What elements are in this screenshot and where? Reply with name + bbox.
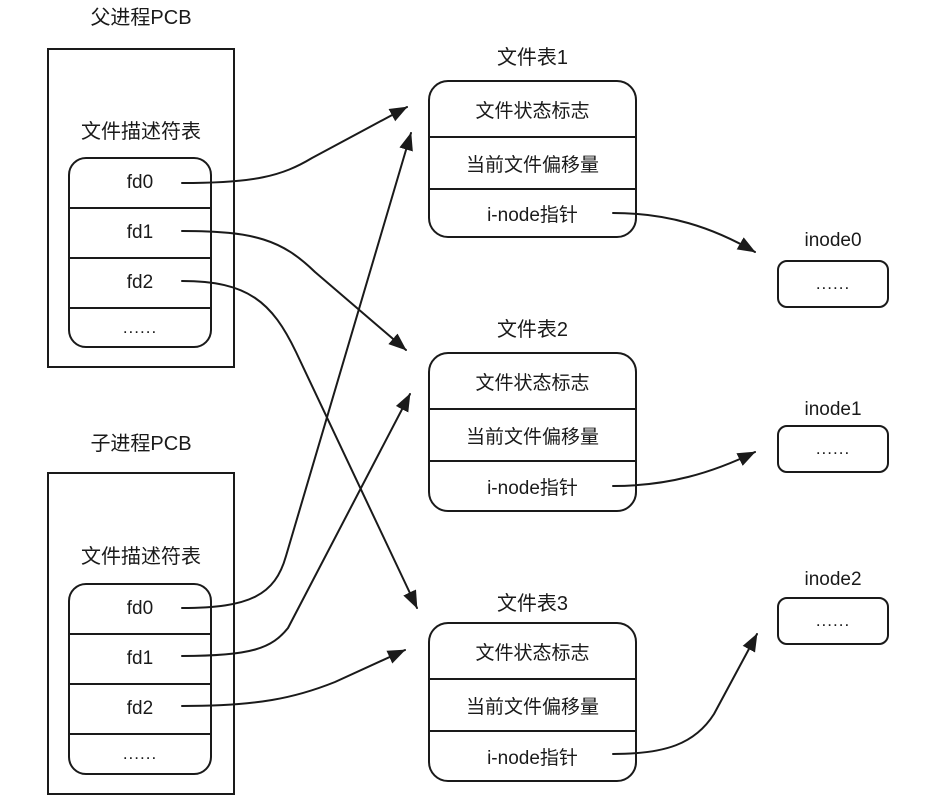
file-table-2-title: 文件表2 <box>496 319 569 341</box>
parent-fd-row-ellipsis: ...... <box>70 307 210 346</box>
inode1-box: ...... <box>777 425 889 473</box>
file-table-1-file-offset: 当前文件偏移量 <box>430 136 635 188</box>
parent-fd-table: fd0 fd1 fd2 ...... <box>68 157 212 348</box>
parent-fd-row-fd2: fd2 <box>70 257 210 307</box>
file-table-3-inode-pointer: i-node指针 <box>430 730 635 780</box>
parent-pcb-title: 父进程PCB <box>90 7 192 29</box>
inode0-title: inode0 <box>804 230 862 251</box>
child-fd-row-fd0: fd0 <box>126 598 154 619</box>
file-table-3-title: 文件表3 <box>496 593 569 615</box>
parent-fd-row-fd1: fd1 <box>70 207 210 257</box>
file-table-3-file-offset: 当前文件偏移量 <box>430 678 635 730</box>
file-table-2-inode-pointer: i-node指针 <box>430 460 635 510</box>
child-fd-table: fd0 fd1 fd2 ...... <box>68 583 212 775</box>
file-table-3: 文件状态标志 当前文件偏移量 i-node指针 <box>428 622 637 782</box>
file-table-1-inode-pointer: i-node指针 <box>430 188 635 236</box>
child-fd-row-ellipsis: ...... <box>70 733 210 773</box>
file-table-2-file-offset: 当前文件偏移量 <box>430 408 635 460</box>
child-fd-table-label: 文件描述符表 <box>81 546 201 568</box>
file-table-1-title: 文件表1 <box>496 47 569 69</box>
inode0-box: ...... <box>777 260 889 308</box>
child-pcb-title: 子进程PCB <box>90 433 192 455</box>
inode1-title: inode1 <box>804 399 862 420</box>
file-table-3-status-flags: 文件状态标志 <box>475 642 590 664</box>
file-table-1-status-flags: 文件状态标志 <box>475 100 590 122</box>
file-table-2-status-flags: 文件状态标志 <box>475 372 590 394</box>
child-fd-row-fd1: fd1 <box>70 633 210 683</box>
parent-fd-row-fd0: fd0 <box>126 172 154 193</box>
file-table-2: 文件状态标志 当前文件偏移量 i-node指针 <box>428 352 637 512</box>
child-fd-row-fd2: fd2 <box>70 683 210 733</box>
file-table-1: 文件状态标志 当前文件偏移量 i-node指针 <box>428 80 637 238</box>
parent-fd-table-label: 文件描述符表 <box>81 121 201 143</box>
inode2-box: ...... <box>777 597 889 645</box>
inode2-title: inode2 <box>804 569 862 590</box>
